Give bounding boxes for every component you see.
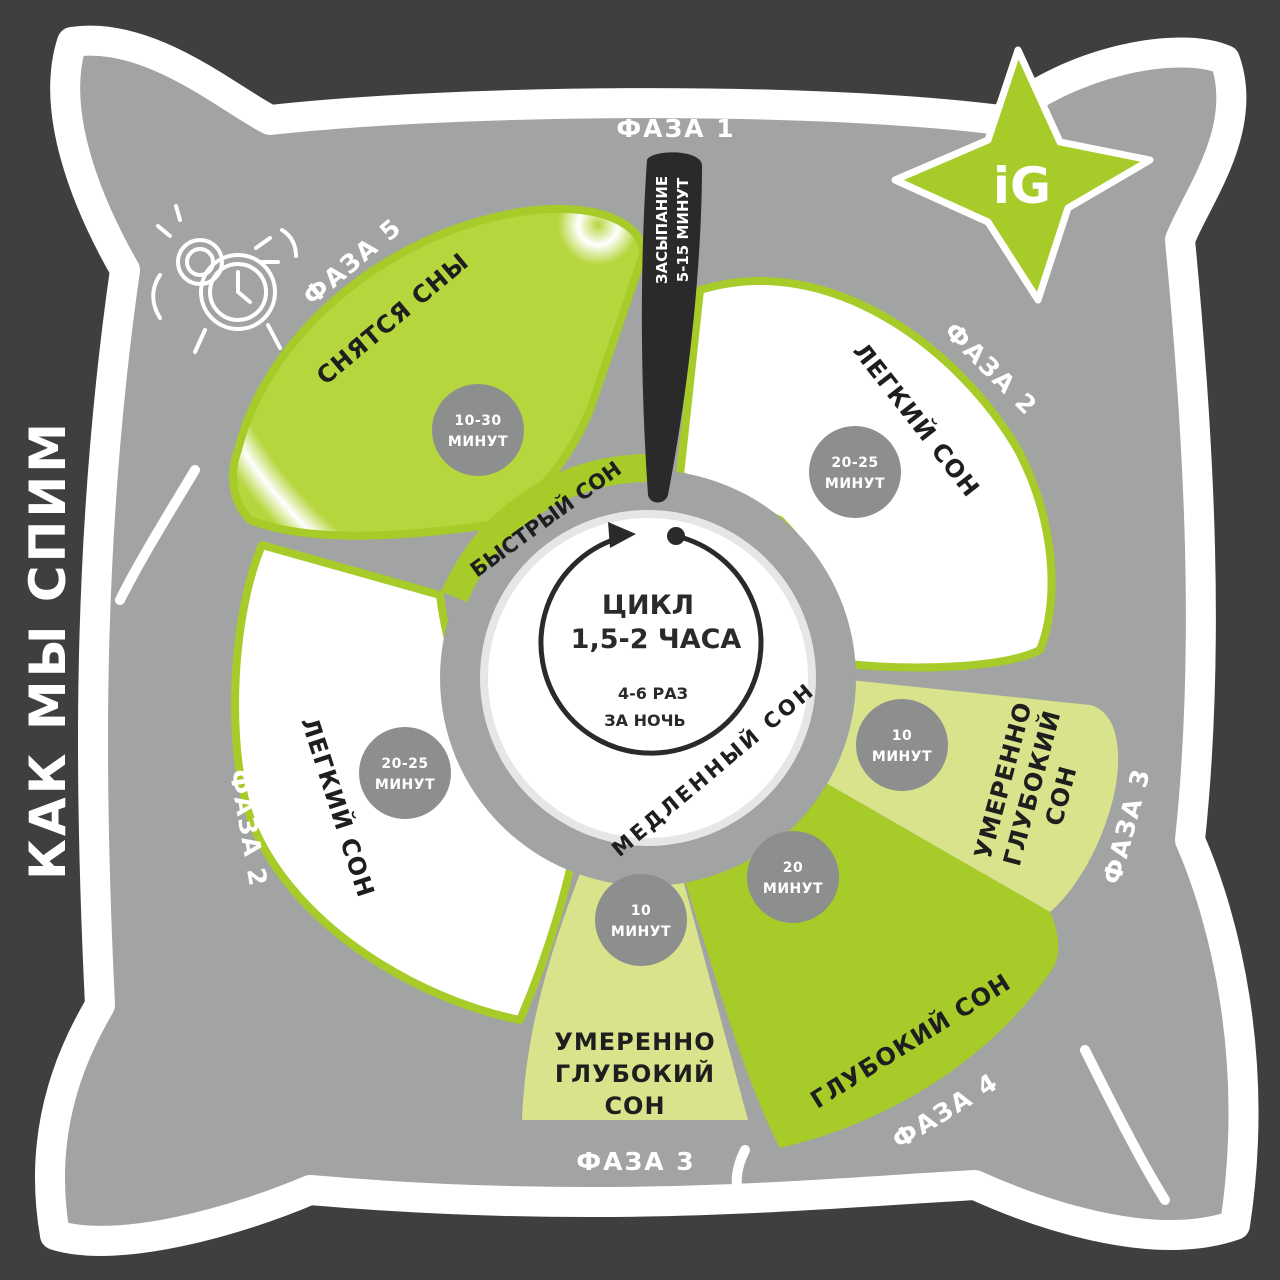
phase3-bottom-duration-badge: 10 МИНУТ [595,874,687,966]
cycle-label: ЦИКЛ [602,590,694,621]
phase3-bottom-title: УМЕРЕННО ГЛУБОКИЙ СОН [554,1028,715,1120]
cycle-duration: 1,5-2 ЧАСА [571,624,742,655]
phase2-right-duration-value: 20-25 [831,455,878,471]
phase3-bottom-title-line1: УМЕРЕННО [554,1028,715,1056]
phase3-right-duration-badge: 10 МИНУТ [856,699,948,791]
phase1-label: ФАЗА 1 [616,114,735,143]
phase4-duration-value: 20 [783,860,803,876]
phase2-right-duration-badge: 20-25 МИНУТ [809,426,901,518]
phase3-bottom-title-line3: СОН [604,1092,665,1120]
phase5-duration-badge: 10-30 МИНУТ [432,384,524,476]
phase4-duration-badge: 20 МИНУТ [747,831,839,923]
logo-text: iG [993,157,1051,215]
phase5-duration-value: 10-30 [454,413,501,429]
alarm-clock-icon [151,204,298,354]
phase1-line2: 5-15 МИНУТ [674,177,692,282]
phase3-right-duration-value: 10 [892,728,912,744]
phase3-bottom-title-line2: ГЛУБОКИЙ [555,1059,715,1088]
phase3-bottom-duration-value: 10 [631,903,651,919]
phase2-right-duration-unit: МИНУТ [825,476,885,492]
star-logo-icon: iG [891,46,1154,304]
phase2-left-duration-value: 20-25 [381,756,428,772]
segment-phase5-rem [229,204,647,540]
pillow-seams [115,465,1170,1205]
phase3-bottom-label: ФАЗА 3 [576,1147,695,1176]
phase3-right-duration-unit: МИНУТ [872,749,932,765]
cycle-count-line1: 4-6 РАЗ [618,684,688,703]
phase1-line1: ЗАСЫПАНИЕ [653,176,671,284]
phase5-duration-unit: МИНУТ [448,434,508,450]
cycle-count-line2: ЗА НОЧЬ [604,711,685,730]
cycle-center [488,518,808,838]
phase1-falling-asleep [641,152,702,503]
phase4-duration-unit: МИНУТ [763,881,823,897]
phase2-left-duration-badge: 20-25 МИНУТ [359,727,451,819]
phase3-bottom-duration-unit: МИНУТ [611,924,671,940]
segment-phase3-bottom [522,848,748,1120]
rem-arc [441,454,649,603]
cycle-arrow-icon [538,522,764,756]
phase2-left-duration-unit: МИНУТ [375,777,435,793]
page-title: КАК МЫ СПИМ [19,420,77,880]
